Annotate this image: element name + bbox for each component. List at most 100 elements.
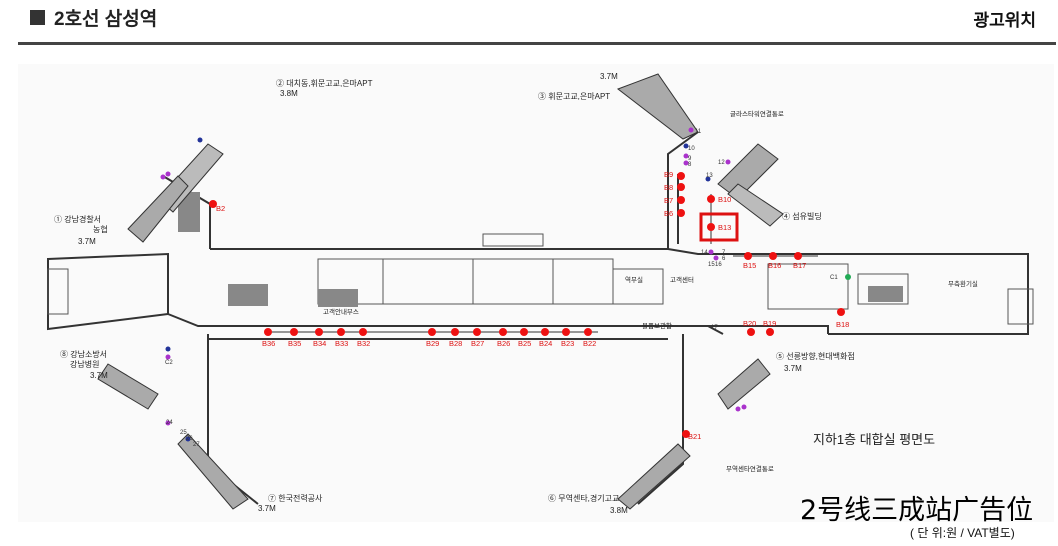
ad-point-b22: [584, 328, 592, 336]
exit-5-width: 3.7M: [784, 364, 802, 373]
ad-point-b33: [337, 328, 345, 336]
svg-text:16: 16: [715, 262, 722, 268]
ad-point-b26: [499, 328, 507, 336]
ad-label: B24: [539, 339, 552, 348]
ad-point-b8: [677, 183, 685, 191]
exit-8-sub: 강남병원: [70, 359, 99, 369]
exit-6-width: 3.8M: [610, 506, 628, 515]
exit-6-label: ⑥ 무역센타,경기고교: [548, 493, 619, 503]
area-labels: 글라스타워연결통로 무역센타연결통로 고객센터 역무실 무측환기실 물품보관함 …: [323, 109, 978, 473]
ad-point-b15: [744, 252, 752, 260]
ad-label: B19: [763, 319, 776, 328]
ad-point-b6: [677, 209, 685, 217]
exit-labels: ① 강남경찰서 농협 3.7M ② 대치동,휘문고교,은마APT 3.8M ③ …: [54, 72, 855, 515]
exit-1-width: 3.7M: [78, 237, 96, 246]
ad-label: B27: [471, 339, 484, 348]
svg-text:11: 11: [695, 129, 702, 135]
ad-point-b18: [837, 308, 845, 316]
ad-label: B29: [426, 339, 439, 348]
ad-label: B23: [561, 339, 574, 348]
exit-1-sub: 농협: [93, 224, 108, 234]
ad-point-b16: [769, 252, 777, 260]
header-divider: [18, 42, 1056, 45]
ad-label: B34: [313, 339, 326, 348]
svg-text:26: 26: [186, 436, 193, 442]
exit-5-label: ⑤ 선릉방향,현대백화점: [776, 351, 855, 361]
ad-label: B22: [583, 339, 596, 348]
ad-label: B28: [449, 339, 462, 348]
svg-text:8: 8: [688, 162, 692, 168]
unit-note: ( 단 위:원 / VAT별도): [910, 526, 1015, 540]
lost-found-label: 물품보관함: [642, 321, 672, 330]
page-title: 2호선 삼성역: [30, 4, 157, 31]
ad-label: B2: [216, 204, 225, 213]
east-ventilation-room: 무측환기실: [948, 279, 978, 288]
concourse-rooms: [47, 233, 1034, 325]
svg-text:C2: C2: [165, 360, 173, 366]
svg-text:7: 7: [722, 250, 726, 256]
ad-label: B26: [497, 339, 510, 348]
ad-label: B16: [768, 261, 781, 270]
ad-point-b13: [707, 223, 715, 231]
ad-point-b28: [451, 328, 459, 336]
ad-point-b36: [264, 328, 272, 336]
ad-label: B13: [718, 223, 731, 232]
svg-text:24: 24: [166, 420, 173, 426]
ad-point-b25: [520, 328, 528, 336]
ad-points: [209, 172, 845, 438]
ad-point-b2: [209, 200, 217, 208]
facility-labels: 10 11 12 13 14 15 16 17 24 25 26 27 9 8 …: [165, 129, 838, 448]
trade-center-link: 무역센타연결통로: [726, 464, 774, 473]
exit-4-label: ④ 섬유빌딩: [782, 211, 822, 221]
station-office: 역무실: [625, 275, 643, 284]
ad-point-b10: [707, 195, 715, 203]
exit-2-label: ② 대치동,휘문고교,은마APT: [276, 78, 373, 88]
ad-point-b29: [428, 328, 436, 336]
glass-tower-link: 글라스타워연결통로: [730, 109, 784, 118]
svg-text:9: 9: [688, 156, 692, 162]
floor-plan-title: 지하1층 대합실 평면도: [813, 432, 935, 447]
exit-3-width: 3.7M: [600, 72, 618, 81]
facility-markers: [160, 127, 851, 442]
square-bullet-icon: [30, 10, 45, 25]
ad-point-b19: [766, 328, 774, 336]
exit-7-label: ⑦ 한국전력공사: [268, 493, 323, 503]
ad-point-b9: [677, 172, 685, 180]
ad-code-labels: B2 B6 B7 B8 B9 B10 B13 B15 B16 B17 B18 B…: [216, 170, 849, 441]
exit-8-width: 3.7M: [90, 371, 108, 380]
ad-point-b32: [359, 328, 367, 336]
exit-8-label: ⑧ 강남소방서: [60, 349, 107, 359]
ad-label: B7: [664, 196, 673, 205]
ad-label: B21: [688, 432, 701, 441]
svg-text:10: 10: [688, 146, 695, 152]
staircases: [178, 192, 903, 307]
ad-point-b17: [794, 252, 802, 260]
ad-label: B35: [288, 339, 301, 348]
ad-label: B9: [664, 170, 673, 179]
exit-3-label: ③ 휘문고교,은마APT: [538, 91, 610, 101]
ad-label: B8: [664, 183, 673, 192]
highlight-box-b13: [699, 212, 739, 242]
floor-plan-svg: B2 B6 B7 B8 B9 B10 B13 B15 B16 B17 B18 B…: [47, 72, 1034, 515]
ad-point-b20: [747, 328, 755, 336]
station-floor-plan: B2 B6 B7 B8 B9 B10 B13 B15 B16 B17 B18 B…: [18, 64, 1054, 522]
info-booth-label: 고객안내부스: [323, 307, 359, 316]
svg-text:13: 13: [706, 173, 713, 179]
ad-point-b24: [541, 328, 549, 336]
svg-text:27: 27: [193, 442, 200, 448]
ad-label: B17: [793, 261, 806, 270]
ad-label: B25: [518, 339, 531, 348]
caption-title: 2号线三成站广告位: [800, 495, 1034, 526]
ad-label: B18: [836, 320, 849, 329]
svg-text:17: 17: [711, 325, 718, 331]
svg-text:C1: C1: [830, 275, 838, 281]
ad-point-b34: [315, 328, 323, 336]
exit-2-width: 3.8M: [280, 89, 298, 98]
exit-7-width: 3.7M: [258, 504, 276, 513]
ad-label: B36: [262, 339, 275, 348]
ad-location-label: 광고위치: [973, 11, 1036, 30]
ad-label: B33: [335, 339, 348, 348]
ad-label: B15: [743, 261, 756, 270]
svg-text:6: 6: [722, 256, 726, 262]
ad-label: B10: [718, 195, 731, 204]
